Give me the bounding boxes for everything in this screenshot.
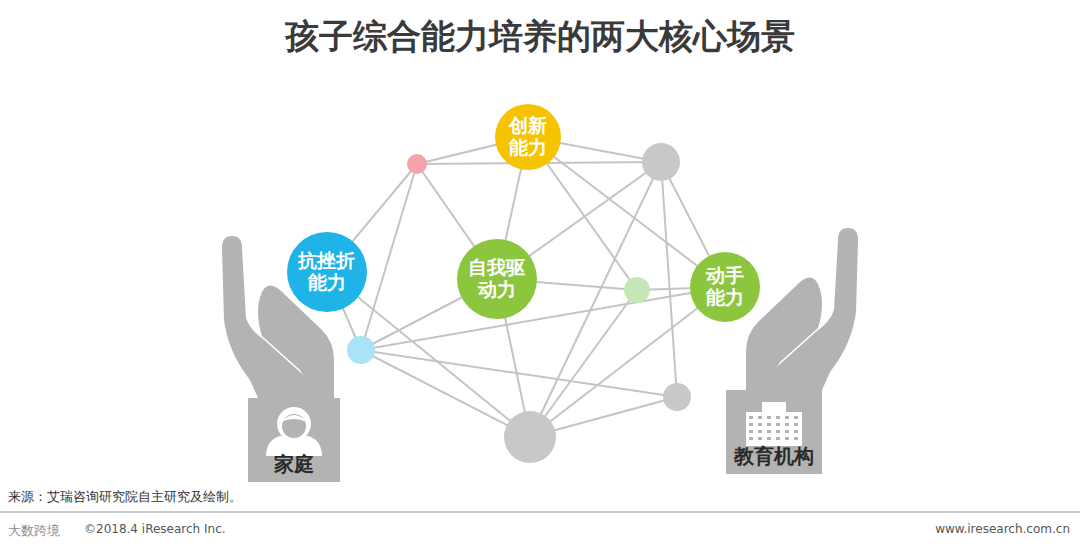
dot (642, 143, 680, 181)
ability-circle: 动手能力 (690, 252, 760, 322)
node-text: 自我驱动力 (468, 257, 527, 301)
node-text: 家庭 (274, 451, 314, 482)
copyright-note: ©2018.4 iResearch Inc. (84, 522, 226, 536)
watermark: 大数跨境 (8, 522, 60, 540)
dot (504, 411, 556, 463)
node-text: 动手能力 (705, 265, 745, 309)
scene-box: 家庭 (248, 398, 340, 482)
dot (663, 383, 691, 411)
dot (347, 336, 375, 364)
website-url: www.iresearch.com.cn (935, 522, 1070, 536)
title: 孩子综合能力培养的两大核心场景 (0, 14, 1080, 60)
footer-rule (0, 512, 1080, 513)
source-caption: 来源：艾瑞咨询研究院自主研究及绘制。 (8, 488, 242, 506)
ability-circle: 抗挫折能力 (287, 232, 367, 312)
dot (407, 154, 427, 174)
node-text: 教育机构 (734, 443, 814, 474)
node-text: 抗挫折能力 (298, 250, 357, 294)
ability-circle: 自我驱动力 (457, 239, 537, 319)
network-lines (327, 137, 725, 437)
dot (624, 277, 650, 303)
ability-circle: 创新能力 (495, 104, 561, 170)
node-text: 创新能力 (508, 115, 548, 159)
scene-box: 教育机构 (726, 390, 822, 474)
